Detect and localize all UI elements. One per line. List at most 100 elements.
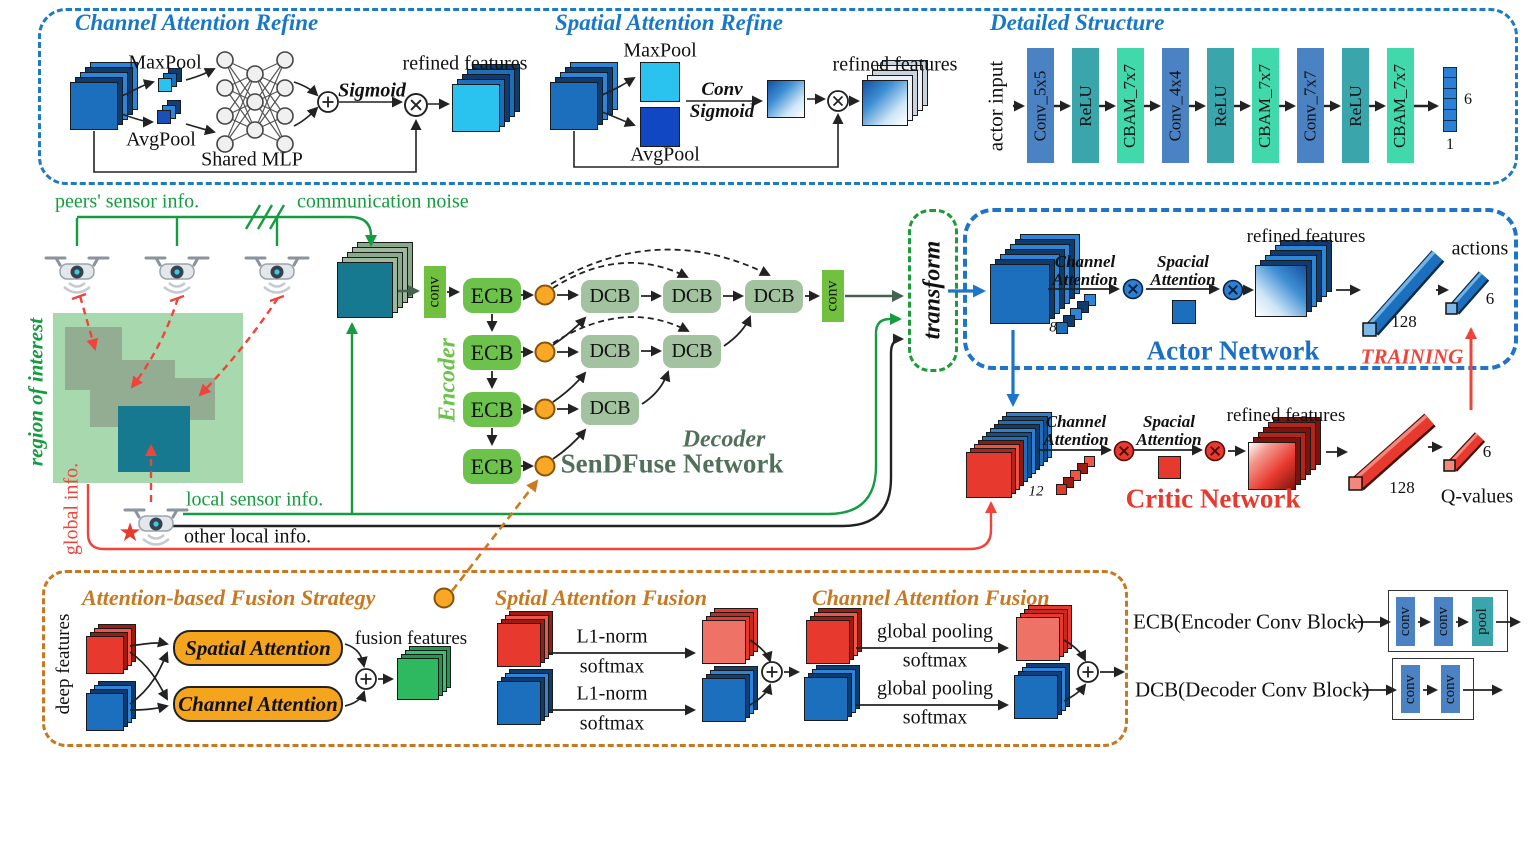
other-local-info-label: other local info.: [184, 525, 312, 548]
feature-layer: [1056, 484, 1067, 495]
legend-conv-label: conv: [1442, 674, 1459, 704]
sp-maxpool-label: MaxPool: [623, 39, 697, 62]
maxpool-label: MaxPool: [128, 51, 202, 74]
avgpool-label: AvgPool: [126, 128, 196, 151]
global-pooling-label: global pooling: [876, 620, 994, 643]
feature-layer: [1077, 463, 1088, 474]
encoder-label: Encoder: [434, 338, 461, 422]
out-width-label: 1: [1446, 136, 1454, 153]
critic-channel-vector: [1056, 456, 1095, 495]
dcb-label: DCB: [589, 340, 631, 362]
feature-layer: [158, 78, 172, 92]
feature-layer: [806, 620, 850, 664]
block-label: Conv_7x7: [1300, 70, 1320, 141]
sp-sigmoid-label: Sigmoid: [689, 101, 755, 122]
conv-in-box: conv: [424, 266, 446, 318]
block-label: ReLU: [1345, 84, 1365, 127]
legend-conv-2: conv: [1434, 597, 1453, 646]
actor-in-channels: 8: [1049, 319, 1057, 336]
spatial-attention-box: Spatial Attention: [173, 630, 343, 666]
ecb-legend-label: ECB(Encoder Conv Block): [1133, 609, 1364, 634]
dcb-label: DCB: [589, 285, 631, 307]
sendfuse-title: SenDFuse Network: [560, 448, 784, 479]
cf-blue-in-stack: [804, 665, 860, 721]
spatial-refine-input-stack: [550, 62, 618, 130]
feature-layer: [1016, 617, 1060, 661]
block-label: CBAM_7x7: [1120, 63, 1140, 148]
channel-attention-box: Channel Attention: [173, 686, 343, 722]
legend-conv-label: conv: [1397, 606, 1414, 637]
output-vector: [1443, 66, 1457, 132]
feature-layer: [86, 636, 124, 674]
actions-label: actions: [1451, 237, 1509, 260]
actor-refined-label: refined features: [1246, 226, 1366, 247]
conv-in-label: conv: [426, 276, 444, 308]
legend-conv-3: conv: [1401, 665, 1420, 713]
critic-spacial-map: [1158, 456, 1181, 479]
maxpool-mini-stack: [158, 68, 182, 92]
global-pooling-label: global pooling: [876, 677, 994, 700]
comm-noise-label: communication noise: [297, 190, 469, 213]
legend-pool-label: pool: [1474, 608, 1491, 635]
conv-out-label: conv: [824, 280, 842, 312]
sp-maxpool-square: [640, 62, 680, 102]
sf-blue-out-stack: [702, 666, 758, 722]
feature-layer: [1248, 442, 1296, 490]
cf-red-in-stack: [806, 608, 862, 664]
critic-refined-label: refined features: [1226, 405, 1346, 426]
fusion-blue-stack: [86, 681, 136, 731]
transform-label: transform: [919, 240, 946, 340]
feature-layer: [397, 658, 439, 700]
global-info-label: global info.: [60, 462, 83, 556]
feature-layer: [70, 82, 118, 130]
dcb-label: DCB: [671, 340, 713, 362]
critic-network-title: Critic Network: [1125, 483, 1301, 514]
detailed-structure-title: Detailed Structure: [990, 10, 1165, 35]
spatial-fusion-title: Sptial Attention Fusion: [495, 585, 707, 610]
ecb-label: ECB: [470, 453, 514, 479]
ecb-label: ECB: [470, 396, 514, 422]
block-conv4x4: Conv_4x4: [1162, 48, 1189, 163]
dcb-4: DCB: [581, 335, 639, 368]
l1-norm-label: L1-norm: [576, 682, 648, 705]
peers-info-label: peers' sensor info.: [55, 190, 200, 213]
sf-red-in-stack: [497, 611, 553, 667]
ecb-3: ECB: [463, 392, 521, 427]
feature-layer: [1070, 470, 1081, 481]
q-values-label: Q-values: [1440, 485, 1514, 508]
sf-blue-in-stack: [497, 669, 553, 725]
feature-layer: [1255, 265, 1307, 317]
out-dim-label: 6: [1464, 91, 1472, 108]
feature-layer: [1014, 675, 1058, 719]
refine-modules-frame: [38, 8, 1518, 185]
dcb-3: DCB: [745, 280, 803, 313]
vector-cell: [1443, 119, 1457, 132]
actor-input-stack: [990, 234, 1080, 324]
actor-fc-dim: 128: [1391, 312, 1417, 331]
dcb-label: DCB: [589, 397, 631, 419]
refined-features-label: refined features: [402, 52, 528, 75]
actor-network-frame: [963, 208, 1518, 370]
block-label: CBAM_7x7: [1390, 63, 1410, 148]
block-label: Conv_4x4: [1165, 70, 1185, 141]
fusion-strategy-frame: [42, 570, 1128, 747]
critic-fc-dim: 128: [1389, 478, 1415, 497]
block-cbam-2: CBAM_7x7: [1252, 48, 1279, 163]
block-cbam-3: CBAM_7x7: [1387, 48, 1414, 163]
block-cbam-1: CBAM_7x7: [1117, 48, 1144, 163]
legend-pool: pool: [1472, 597, 1493, 646]
sf-red-out-stack: [702, 608, 758, 664]
feature-layer: [497, 681, 541, 725]
dcb-6: DCB: [581, 392, 639, 425]
sigmoid-label: Sigmoid: [338, 79, 406, 102]
feature-layer: [702, 620, 746, 664]
sp-avgpool-square: [640, 107, 680, 147]
fused-input-stack: [337, 242, 413, 318]
critic-out-dim: 6: [1482, 442, 1492, 461]
dcb-5: DCB: [663, 335, 721, 368]
drone-icon: [44, 256, 110, 294]
legend-conv-label: conv: [1402, 674, 1419, 704]
block-relu-3: ReLU: [1342, 48, 1369, 163]
feature-layer: [1063, 477, 1074, 488]
feature-layer: [452, 84, 500, 132]
